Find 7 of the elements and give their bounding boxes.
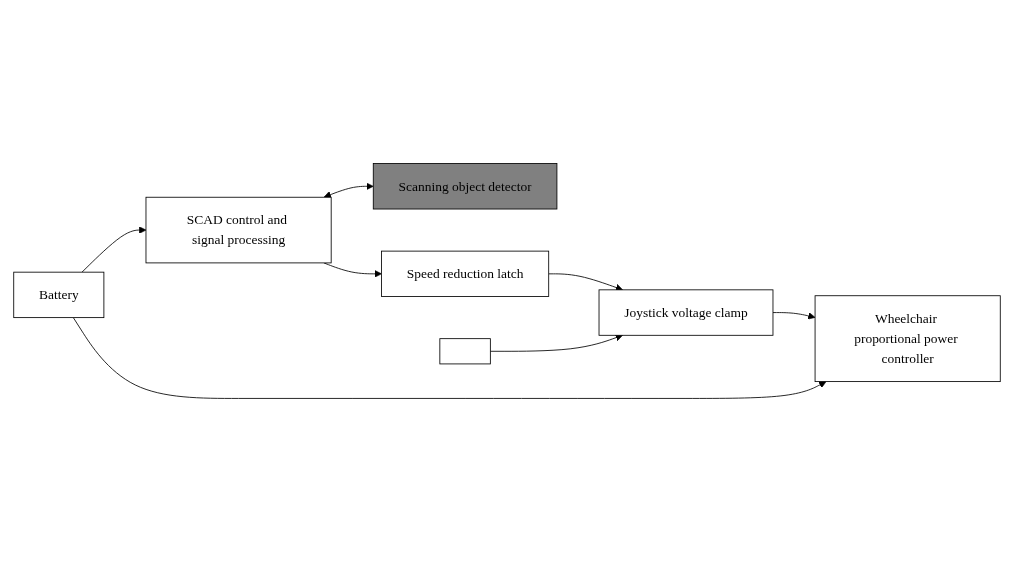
node-box: Speed reduction latch — [380, 250, 549, 297]
node-box: Battery — [12, 271, 104, 319]
node-box — [438, 338, 491, 365]
node-box: Wheelchair proportional power controller — [814, 295, 1001, 383]
node-box: Joystick voltage clamp — [598, 289, 773, 336]
node-box: SCAD control and signal processing — [145, 196, 332, 264]
node-box: Scanning object detector — [372, 163, 557, 210]
